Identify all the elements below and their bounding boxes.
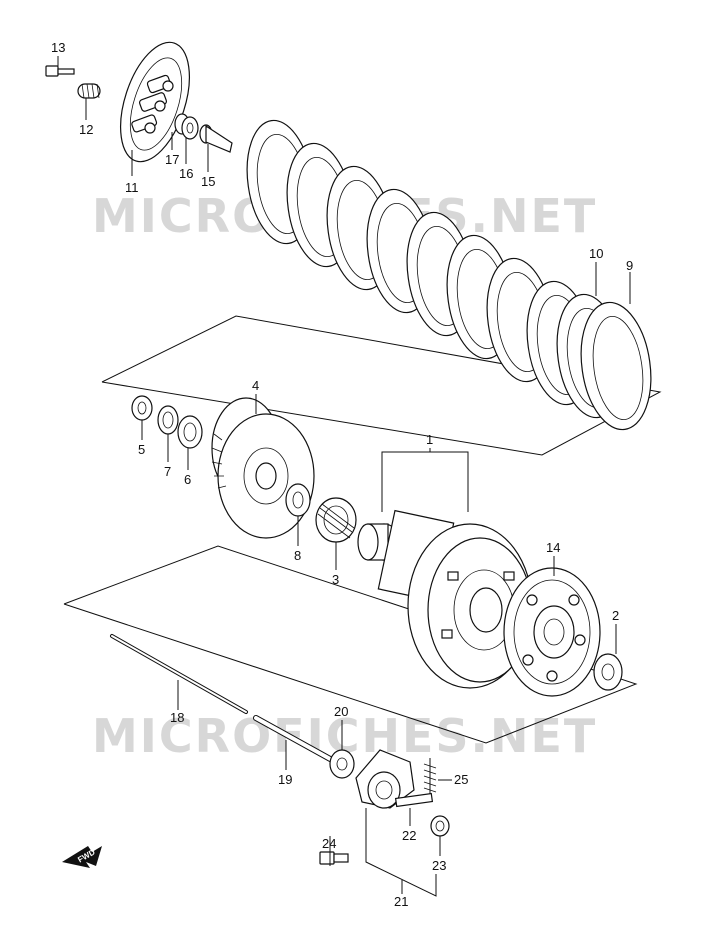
pressure-plate-11 [120,41,190,163]
callout-24: 24 [322,836,336,851]
callout-12: 12 [79,122,93,137]
needle-bearing-3 [315,497,357,543]
callout-5: 5 [138,442,145,457]
callout-1: 1 [426,432,433,447]
push-piece-15 [199,124,233,153]
leader-lines [57,56,631,897]
callout-8: 8 [294,548,301,563]
callout-6: 6 [184,472,191,487]
callout-9: 9 [626,258,633,273]
callout-18: 18 [170,710,184,725]
callout-11: 11 [125,180,139,195]
callout-13: 13 [51,40,65,55]
bolt-22 [394,792,434,808]
push-rod-19 [253,715,335,763]
nut-23 [430,815,450,837]
callout-3: 3 [332,572,339,587]
callout-23: 23 [432,858,446,873]
nut-5 [131,395,153,421]
fwd-arrow-icon: FWD [62,846,102,868]
bolt-24 [319,851,349,865]
sleeve-hub-4 [211,397,315,539]
push-rod-18 [110,634,248,714]
lower-frame [63,545,638,744]
callout-2: 2 [612,608,619,623]
callout-10: 10 [589,246,603,261]
washer-16 [181,116,199,140]
clutch-plate-stack [246,119,594,406]
callout-21: 21 [394,894,408,909]
thrust-washer-8 [285,483,311,517]
callout-17: 17 [165,152,179,167]
callout-14: 14 [546,540,560,555]
callout-16: 16 [179,166,193,181]
callouts: 13 12 11 17 16 15 10 9 4 5 7 6 1 8 3 14 … [51,40,633,909]
washer-7 [157,405,179,435]
callout-25: 25 [454,772,468,787]
washer-2 [593,653,623,691]
callout-15: 15 [201,174,215,189]
callout-20: 20 [334,704,348,719]
bolt-13 [45,65,75,77]
primary-driven-gear-1 [377,509,533,689]
driven-plate-9 [580,301,652,431]
callout-4: 4 [252,378,259,393]
callout-7: 7 [164,464,171,479]
upper-frame [101,315,662,456]
oil-seal-20 [329,749,355,779]
callout-22: 22 [402,828,416,843]
spring-25 [423,758,437,798]
spring-12 [77,83,101,99]
callout-19: 19 [278,772,292,787]
washer-6 [177,415,203,449]
release-cam-housing [355,749,415,809]
starter-clutch-gear-14 [503,567,601,697]
